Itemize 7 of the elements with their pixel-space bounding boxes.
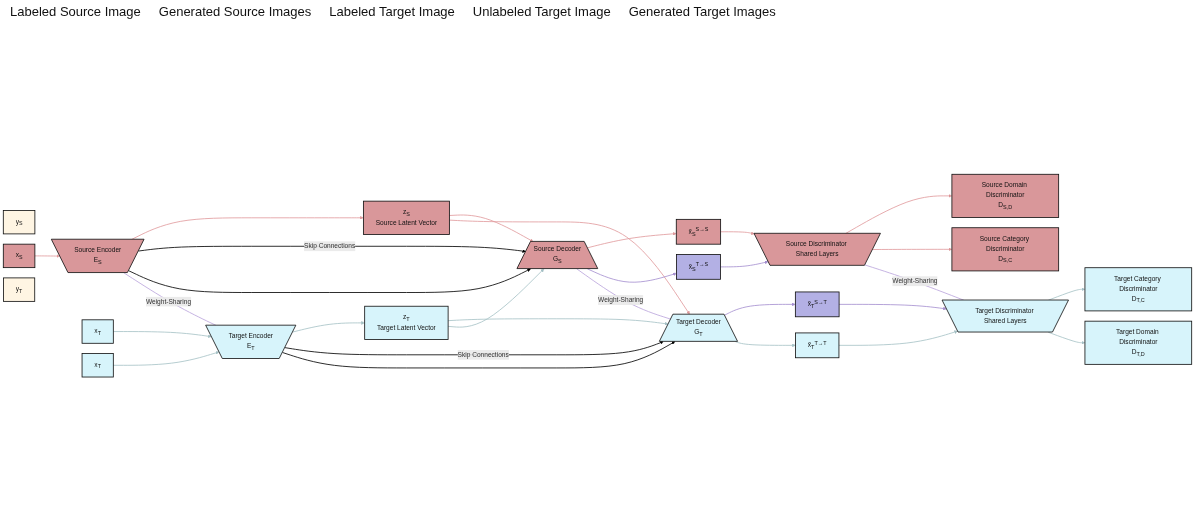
- text-label: Generated Target Images: [628, 4, 776, 19]
- text-label: Labeled Target Image: [329, 4, 455, 19]
- text-label: Generated Source Images: [158, 4, 312, 19]
- text-label: Labeled Source Image: [10, 4, 141, 19]
- connector: [123, 272, 217, 327]
- text-label: Unlabeled Target Image: [472, 4, 611, 19]
- connector: [576, 268, 672, 320]
